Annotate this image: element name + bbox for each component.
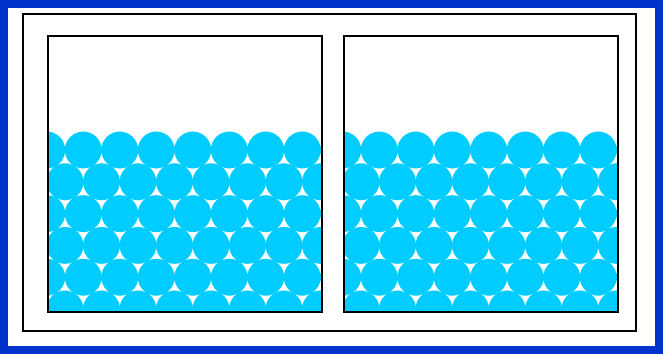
particle [361, 259, 398, 296]
particle [49, 259, 65, 296]
particle [525, 227, 562, 264]
particle [525, 163, 562, 200]
particle [65, 132, 102, 169]
particle [470, 259, 507, 296]
particle [49, 163, 84, 200]
particle [284, 195, 321, 232]
particle [247, 195, 284, 232]
particle [345, 163, 380, 200]
particle [101, 259, 138, 296]
particle [345, 195, 361, 232]
particle [49, 195, 65, 232]
particle [247, 132, 284, 169]
particle [470, 195, 507, 232]
particle [543, 259, 580, 296]
particle [193, 163, 230, 200]
right-container [343, 35, 619, 313]
particle [302, 227, 321, 264]
particle [302, 163, 321, 200]
particle [49, 132, 65, 169]
particle [580, 132, 617, 169]
particle [65, 259, 102, 296]
particle [543, 195, 580, 232]
particle [284, 132, 321, 169]
particle [580, 195, 617, 232]
particle [580, 259, 617, 296]
left-particles [49, 37, 321, 311]
particle [416, 163, 453, 200]
particle [507, 132, 544, 169]
particle [101, 195, 138, 232]
particle [320, 132, 321, 169]
particle [229, 163, 266, 200]
particle [211, 132, 248, 169]
particle [397, 259, 434, 296]
particle [434, 132, 471, 169]
particle [379, 163, 416, 200]
particle [174, 259, 211, 296]
particle [101, 132, 138, 169]
particle [211, 195, 248, 232]
particle [616, 259, 617, 296]
particle [174, 195, 211, 232]
particle [562, 163, 599, 200]
particle [507, 259, 544, 296]
particle [489, 227, 526, 264]
particle [616, 132, 617, 169]
particle [452, 227, 489, 264]
particle [229, 227, 266, 264]
particle [266, 163, 303, 200]
right-particles [345, 37, 617, 311]
particle [434, 259, 471, 296]
particle [65, 195, 102, 232]
particle [247, 259, 284, 296]
particle [138, 259, 175, 296]
particle [156, 227, 193, 264]
particle [397, 195, 434, 232]
particle [83, 227, 120, 264]
particle [83, 163, 120, 200]
particle [174, 132, 211, 169]
particle [489, 163, 526, 200]
particle [138, 132, 175, 169]
particle [345, 259, 361, 296]
particle [397, 132, 434, 169]
particle [598, 163, 617, 200]
particle [211, 259, 248, 296]
particle [320, 259, 321, 296]
particle [452, 163, 489, 200]
particle [562, 227, 599, 264]
particle [616, 195, 617, 232]
particle [266, 227, 303, 264]
particle [470, 132, 507, 169]
particle [507, 195, 544, 232]
particle [120, 227, 157, 264]
particle [361, 132, 398, 169]
particle [320, 195, 321, 232]
particle [416, 227, 453, 264]
particle [193, 227, 230, 264]
particle [543, 132, 580, 169]
particle [156, 163, 193, 200]
particle [434, 195, 471, 232]
particle [284, 259, 321, 296]
particle [138, 195, 175, 232]
particle [345, 132, 361, 169]
particle [49, 227, 84, 264]
particle [120, 163, 157, 200]
particle [598, 227, 617, 264]
particle [379, 227, 416, 264]
left-container [47, 35, 323, 313]
particle [361, 195, 398, 232]
particle [345, 227, 380, 264]
